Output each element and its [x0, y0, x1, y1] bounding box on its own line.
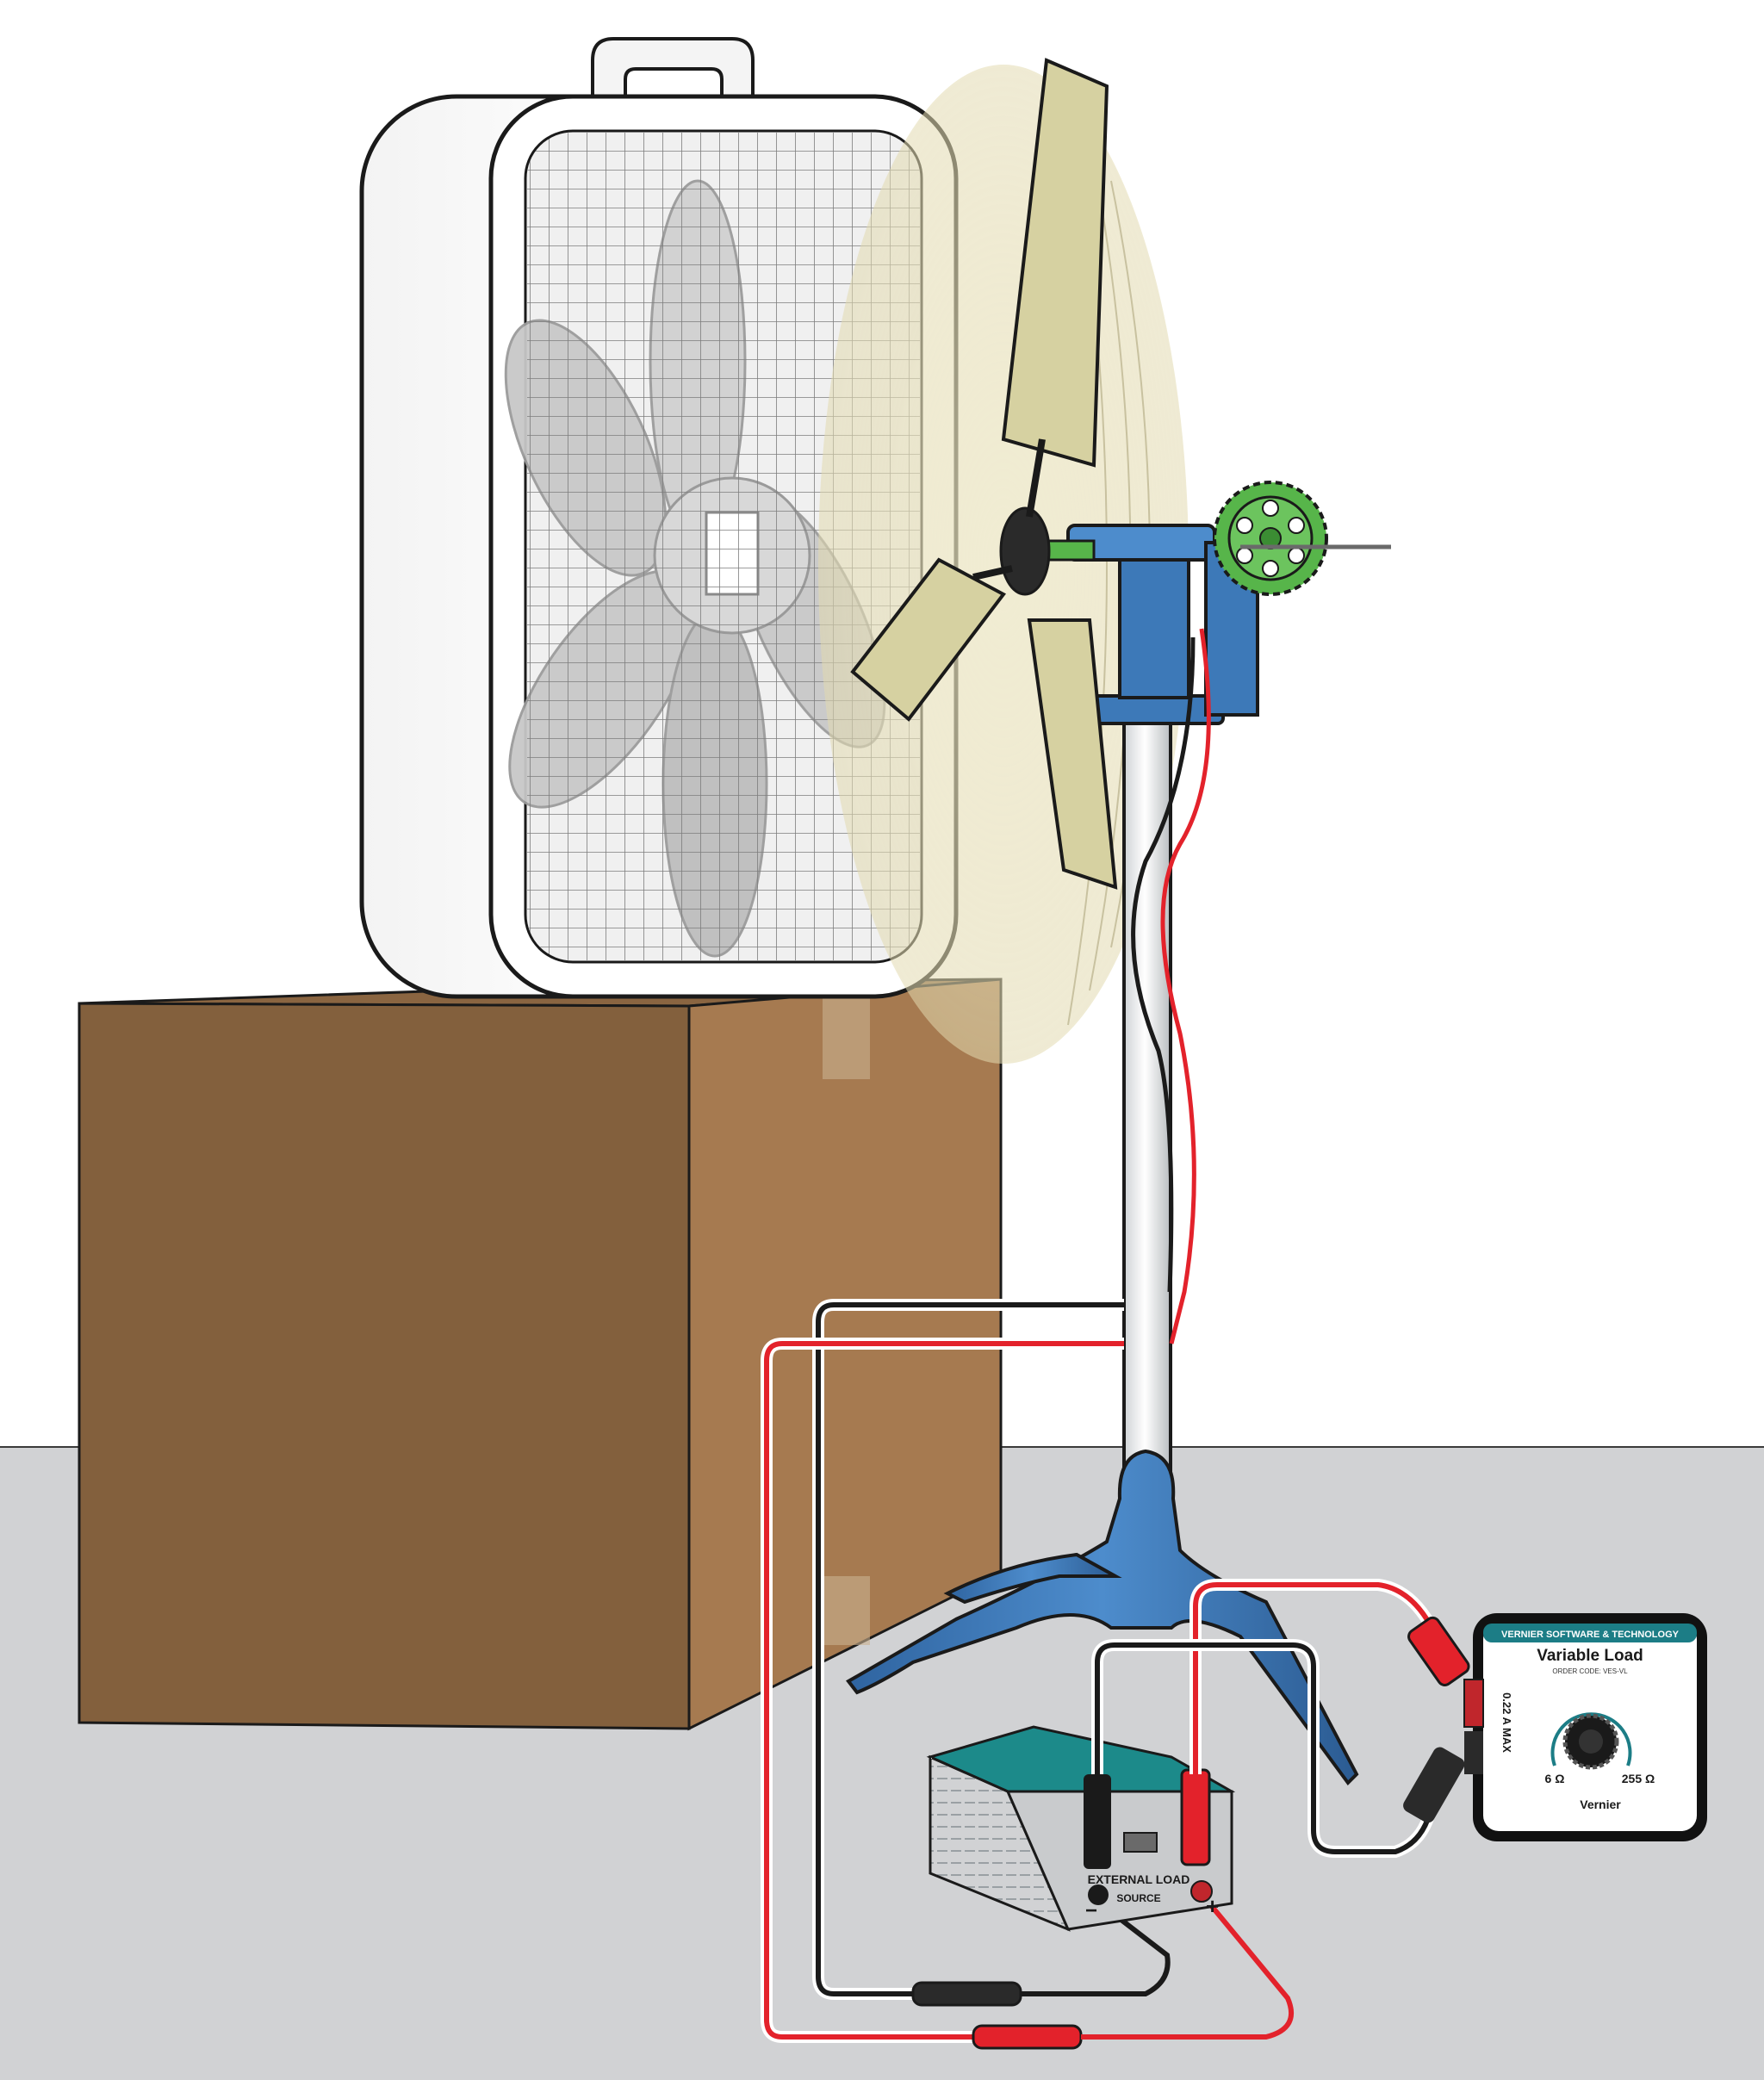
- sensor-label-external-load: EXTERNAL LOAD: [1088, 1872, 1190, 1886]
- red-inline-connector: [972, 2024, 1083, 2050]
- sensor-switch[interactable]: [1123, 1832, 1158, 1853]
- dial-min-label: 6 Ω: [1545, 1772, 1565, 1785]
- packing-tape-bottom: [823, 1576, 870, 1645]
- sensor-front: [1005, 1790, 1233, 1931]
- black-inline-connector: [911, 1981, 1022, 2007]
- red-banana-plug[interactable]: [1180, 1768, 1211, 1866]
- long-wires: [761, 1299, 1294, 2050]
- dial-range-arc: [1550, 1712, 1632, 1766]
- generator-gear: [1213, 481, 1328, 596]
- turbine-blades: [850, 58, 1118, 890]
- load-black-plug[interactable]: [1401, 1745, 1467, 1826]
- dial-center: [1579, 1729, 1603, 1754]
- load-red-plug[interactable]: [1406, 1615, 1471, 1687]
- load-brand-banner: VERNIER SOFTWARE & TECHNOLOGY: [1501, 1630, 1680, 1640]
- sensor-label-minus: −: [1085, 1899, 1097, 1922]
- sensor-terminal-plus[interactable]: [1190, 1880, 1213, 1903]
- sensor-body-fill: [931, 1758, 932, 1759]
- load-brand: Vernier: [1580, 1797, 1621, 1811]
- wind-turbine: [818, 58, 1391, 1786]
- load-max-current: 0.22 A MAX: [1500, 1692, 1513, 1753]
- blade-top: [1001, 58, 1109, 468]
- dial-max-label: 255 Ω: [1622, 1772, 1655, 1785]
- load-title: Variable Load: [1537, 1647, 1643, 1665]
- rotor-hub: [999, 506, 1051, 596]
- load-order-code: ORDER CODE: VES-VL: [1552, 1667, 1628, 1675]
- generator-wire-black: [1131, 636, 1196, 1293]
- energy-sensor: EXTERNAL LOAD SOURCE − +: [926, 1725, 1236, 1932]
- generator-wire-red: [1160, 628, 1211, 1344]
- load-banner: [1483, 1624, 1697, 1642]
- sensor-label-source: SOURCE: [1116, 1892, 1160, 1904]
- nacelle: [1058, 524, 1259, 725]
- sensor-terminal-minus[interactable]: [1088, 1884, 1109, 1905]
- cardboard-box: [78, 978, 1003, 1731]
- fan-grille: [527, 133, 920, 960]
- load-wires: [1091, 1579, 1471, 1858]
- variable-load: VERNIER SOFTWARE & TECHNOLOGY Variable L…: [1463, 1613, 1707, 1841]
- packing-tape-top: [823, 997, 870, 1079]
- tripod-base: [846, 1449, 1359, 1786]
- load-sockets: [1463, 1679, 1484, 1774]
- blade-left: [850, 557, 1007, 722]
- black-banana-plug[interactable]: [1084, 1774, 1111, 1869]
- blade-bottom: [1027, 618, 1118, 890]
- box-fan: [359, 37, 959, 999]
- box-front: [78, 1002, 691, 1730]
